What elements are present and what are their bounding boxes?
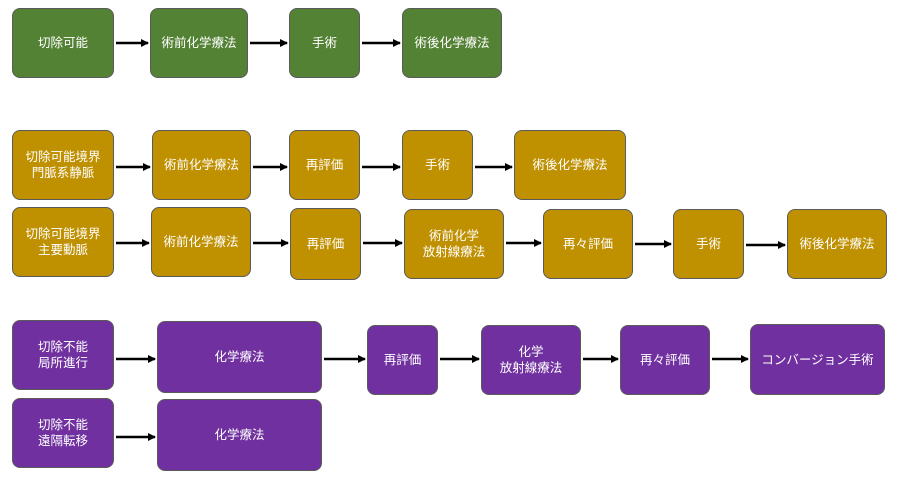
- second-reassessment-box: 再々評価: [620, 325, 710, 395]
- reassessment-box: 再評価: [289, 130, 360, 200]
- surgery-box: 手術: [402, 130, 473, 200]
- adjuvant-chemo-box: 術後化学療法: [787, 209, 887, 279]
- surgery-box: 手術: [673, 209, 744, 279]
- adjuvant-chemo-box: 術後化学療法: [402, 8, 502, 78]
- reassessment-box: 再評価: [290, 208, 361, 280]
- chemoradiotherapy-box: 化学 放射線療法: [481, 325, 581, 395]
- chemotherapy-box: 化学療法: [157, 399, 322, 471]
- neoadjuvant-chemo-box: 術前化学療法: [150, 8, 248, 78]
- surgery-box: 手術: [289, 8, 360, 78]
- second-reassessment-box: 再々評価: [543, 209, 633, 279]
- borderline-pv-box: 切除可能境界 門脈系静脈: [12, 130, 114, 200]
- resectable-box: 切除可能: [12, 8, 114, 78]
- neoadjuvant-chemoradiotherapy-box: 術前化学 放射線療法: [404, 209, 504, 279]
- unresectable-metastatic-box: 切除不能 遠隔転移: [12, 398, 114, 468]
- conversion-surgery-box: コンバージョン手術: [750, 324, 885, 395]
- neoadjuvant-chemo-box: 術前化学療法: [152, 130, 251, 200]
- borderline-artery-box: 切除可能境界 主要動脈: [12, 207, 114, 277]
- neoadjuvant-chemo-box: 術前化学療法: [151, 207, 251, 277]
- adjuvant-chemo-box: 術後化学療法: [514, 130, 626, 200]
- chemotherapy-box: 化学療法: [157, 321, 322, 393]
- reassessment-box: 再評価: [367, 325, 438, 395]
- unresectable-locally-advanced-box: 切除不能 局所進行: [12, 320, 114, 390]
